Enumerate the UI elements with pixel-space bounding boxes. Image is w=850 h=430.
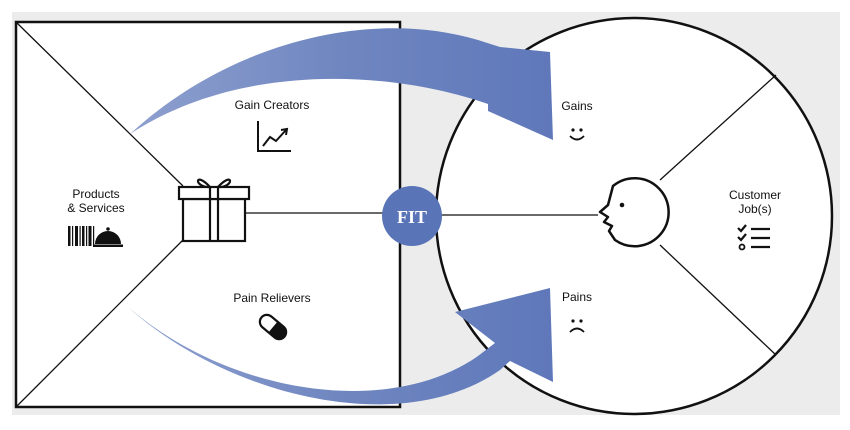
gift-box-icon [177,178,251,243]
barcode-cloche-icon [68,226,123,247]
frown-face-icon [569,319,585,333]
gain-creators-label: Gain Creators [235,98,310,112]
smile-face-icon [569,128,585,141]
customer-divider-bottom [659,244,777,356]
pill-icon [258,313,288,341]
fit-badge: FIT [382,186,442,246]
customer-jobs-label-line2: Job(s) [738,202,771,216]
checklist-icon [737,224,770,251]
pains-label: Pains [562,290,592,304]
customer-head-icon [598,176,670,248]
top-arrow [130,28,553,140]
products-services-label-line1: Products [72,187,119,201]
value-map-divider-bottom [15,239,184,408]
fit-label: FIT [397,207,427,227]
customer-jobs-label-line1: Customer [729,188,781,202]
pain-relievers-label: Pain Relievers [233,291,310,305]
value-map-divider-top [15,21,184,187]
gains-label: Gains [561,99,592,113]
bottom-arrow [128,288,553,405]
customer-divider-top [659,74,777,181]
fit-badge-circle [382,186,442,246]
products-services-label-line2: & Services [67,201,124,215]
rising-chart-icon [257,121,291,152]
